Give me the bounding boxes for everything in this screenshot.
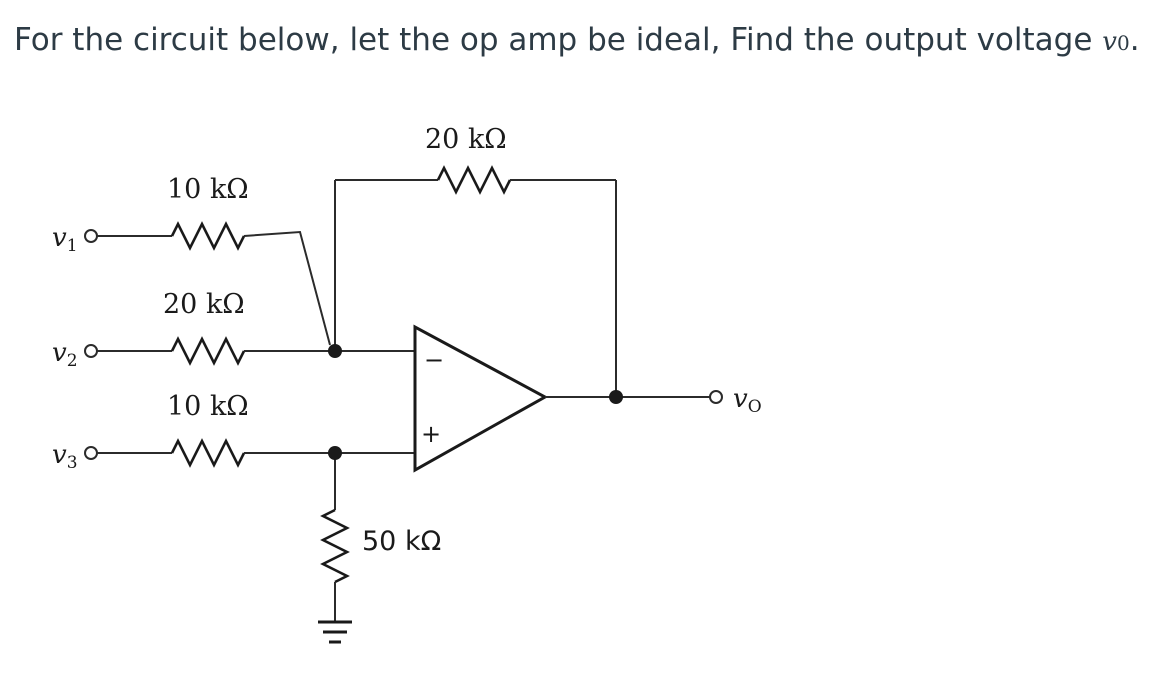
label-r3: 10 kΩ <box>167 391 249 422</box>
input-terminal-v1: v1 <box>52 223 98 256</box>
resistor-r1 <box>170 221 246 251</box>
question-body: For the circuit below, let the op amp be… <box>14 22 1103 58</box>
ground-icon <box>318 620 352 644</box>
branch-r1: 10 kΩ <box>97 174 331 346</box>
input-terminal-v3: v3 <box>52 440 98 473</box>
output-terminal <box>709 390 723 404</box>
terminal-v2-circle <box>84 344 98 358</box>
op-amp-triangle <box>413 324 549 473</box>
op-amp: − + <box>413 324 549 473</box>
label-v1: v1 <box>52 223 78 256</box>
terminal-v1-circle <box>84 229 98 243</box>
op-amp-minus: − <box>424 346 444 374</box>
output-variable: v0 <box>1102 27 1129 57</box>
resistor-r3 <box>170 438 246 468</box>
resistor-r2 <box>170 336 246 366</box>
question-text: For the circuit below, let the op amp be… <box>14 22 1140 58</box>
label-feedback: 20 kΩ <box>425 124 507 155</box>
branch-r3: 10 kΩ <box>97 391 335 468</box>
label-r2: 20 kΩ <box>163 289 245 320</box>
question-period: . <box>1129 22 1140 58</box>
label-vo: vO <box>733 384 762 417</box>
feedback-path: 20 kΩ <box>334 124 617 397</box>
output-path: vO <box>545 384 762 417</box>
op-amp-plus: + <box>421 420 441 448</box>
output-node <box>609 390 623 404</box>
label-ground: 50 kΩ <box>362 526 441 557</box>
label-v3: v3 <box>52 440 78 473</box>
input-terminal-v2: v2 <box>52 338 98 371</box>
label-r1: 10 kΩ <box>167 174 249 205</box>
resistor-ground <box>320 508 350 584</box>
inverting-node <box>328 344 342 358</box>
noninverting-path: 50 kΩ <box>320 452 441 622</box>
branch-r2: 20 kΩ <box>97 289 335 366</box>
terminal-v3-circle <box>84 446 98 460</box>
noninverting-node <box>328 446 342 460</box>
label-v2: v2 <box>52 338 78 371</box>
output-variable-letter: v <box>1102 27 1117 57</box>
resistor-feedback <box>436 165 512 195</box>
output-variable-subscript: 0 <box>1116 31 1130 55</box>
